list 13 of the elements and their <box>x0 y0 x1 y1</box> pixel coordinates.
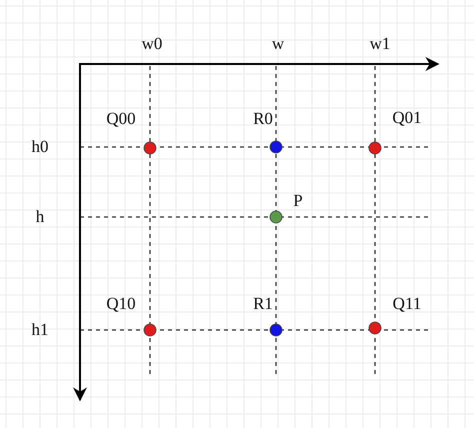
axis-label: h1 <box>32 320 48 340</box>
axis-label: w0 <box>142 34 162 54</box>
axis-label: h <box>36 207 44 227</box>
point-label: R0 <box>253 109 273 129</box>
axis-label: w1 <box>370 34 390 54</box>
point-label: R1 <box>253 294 273 314</box>
point-label: P <box>293 191 303 211</box>
axis-label: w <box>272 34 284 54</box>
point-label: Q10 <box>106 294 136 314</box>
axis-label: h0 <box>32 137 48 157</box>
point-label: Q11 <box>392 294 422 314</box>
point-label: Q00 <box>106 109 136 129</box>
point-label: Q01 <box>392 108 422 128</box>
